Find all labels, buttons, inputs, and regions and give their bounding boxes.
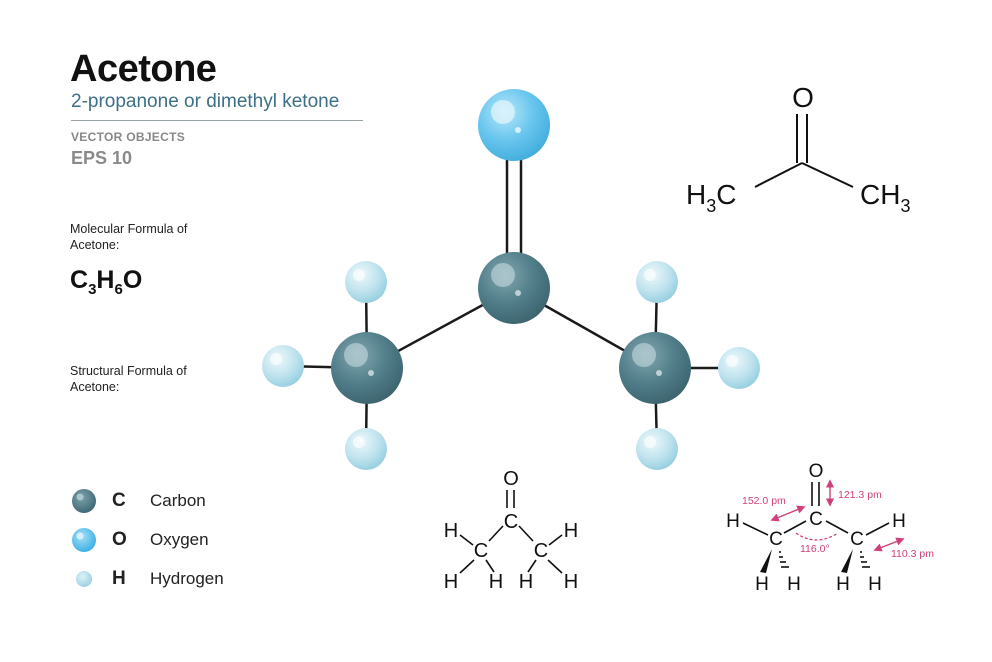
dashed-wedge-bond [860,551,870,568]
wedge-bond [841,549,853,573]
atom-label-h: H [444,520,458,542]
hydrogen-atom [718,347,760,389]
carbon-atom [478,252,550,324]
wedge-bond [760,549,772,573]
formula-subscript: 6 [114,281,123,298]
carbon-atom [619,332,691,404]
skeletal-formula: O H3C CH3 [686,82,910,216]
atom-label-c: C [860,179,880,210]
atom-label-h: H [564,520,578,542]
formula-element: O [122,266,143,294]
formula-subscript: 3 [88,281,97,298]
atom-label-h: H [686,179,706,210]
hydrogen-atoms [262,261,760,470]
bond-angle-arc [795,532,839,541]
hydrogen-sphere-icon [76,571,92,587]
legend-name: Hydrogen [150,569,224,588]
hydrogen-atom [636,261,678,303]
hydrogen-atom [345,261,387,303]
structural-formula: O C C C H H H H H H [444,468,578,593]
legend-symbol: C [112,490,126,511]
molecular-formula-label: Molecular Formula of Acetone: [70,222,188,252]
atom-label-c: C [504,511,518,533]
geometry-diagram: O C C C H H H H H H 121.3 pm 152.0 pm [726,461,934,595]
atom-label-h: H [726,511,740,532]
formula-element: H [96,266,115,294]
legend-name: Oxygen [150,530,209,549]
atom-label-h: H [868,574,882,595]
atom-label-o: O [792,82,814,113]
ch-bond-length: 110.3 pm [891,548,934,560]
carbon-atom [331,332,403,404]
atom-label-c: C [534,540,548,562]
formula-element: C [70,266,89,294]
atom-label-c: C [474,540,488,562]
atom-label-h: H [880,179,900,210]
molecular-formula: C3H6O [70,266,142,298]
hydrogen-atom [345,428,387,470]
legend-item-hydrogen: H Hydrogen [70,566,270,592]
carbon-atoms [331,252,691,404]
atom-label-c: C [769,529,783,550]
vector-objects-label: VECTOR OBJECTS [71,130,185,144]
subscript: 3 [706,196,716,216]
page-subtitle: 2-propanone or dimethyl ketone [71,91,340,112]
ch-bond-arrow [873,537,905,552]
atom-label-o: O [503,468,519,490]
oxygen-atom [478,89,550,161]
atom-label-h: H [892,511,906,532]
bond-angle-value: 116.0° [800,543,830,555]
eps-label: EPS 10 [71,148,133,168]
hydrogen-atom [636,428,678,470]
co-bond-length: 121.3 pm [838,489,882,501]
structural-formula-label: Structural Formula of Acetone: [70,364,187,394]
atom-label-h: H [755,574,769,595]
subscript: 3 [900,196,910,216]
title-divider [71,120,363,121]
oxygen-sphere-icon [72,528,96,552]
legend-symbol: O [112,529,127,550]
atom-label-c: C [809,509,823,530]
hydrogen-atom [262,345,304,387]
atom-label-h: H [564,571,578,593]
atom-label-h: H [489,571,503,593]
cc-bond-length: 152.0 pm [742,495,786,507]
atom-label-h: H [444,571,458,593]
atom-label-h: H [836,574,850,595]
atom-label-h: H [519,571,533,593]
cc-bond-arrow [770,505,806,522]
methyl-right-label: CH3 [860,179,910,216]
page-title: Acetone [70,48,217,90]
carbon-sphere-icon [72,489,96,513]
atom-label-c: C [850,529,864,550]
legend-name: Carbon [150,491,206,510]
atom-label-h: H [787,574,801,595]
atom-label-o: O [809,461,824,482]
methyl-left-label: H3C [686,179,736,216]
atom-label-c: C [716,179,736,210]
legend-item-carbon: C Carbon [70,488,270,514]
legend-item-oxygen: O Oxygen [70,527,270,553]
dashed-wedge-bond [779,551,789,568]
legend-symbol: H [112,568,126,589]
